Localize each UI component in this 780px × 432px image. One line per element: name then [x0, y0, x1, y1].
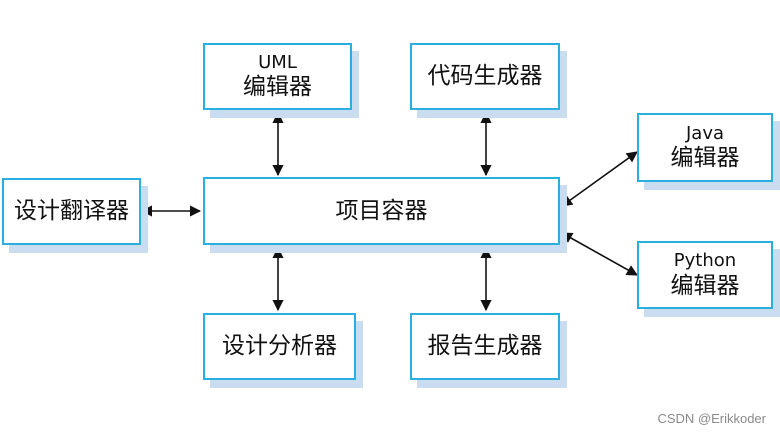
java-editor-label-line1: Java	[685, 122, 725, 144]
java-editor-label-line2: 编辑器	[670, 145, 740, 172]
python-editor-label-line1: Python	[673, 250, 737, 271]
uml-editor-node: UML 编辑器	[203, 43, 352, 110]
uml-editor-label-line2: 编辑器	[243, 74, 312, 101]
arrow-python-editor-to-project-container	[561, 232, 638, 276]
report-generator-node: 报告生成器	[410, 313, 560, 380]
watermark-text: CSDN @Erikkoder	[657, 411, 766, 426]
design-translator-label: 设计翻译器	[14, 198, 129, 225]
project-container-node: 项目容器	[203, 177, 560, 245]
project-container-label: 项目容器	[335, 197, 428, 224]
report-generator-label: 报告生成器	[427, 333, 543, 360]
arrow-java-editor-to-project-container	[561, 151, 638, 207]
code-generator-node: 代码生成器	[410, 43, 560, 110]
java-editor-node: Java 编辑器	[637, 113, 773, 182]
code-generator-label: 代码生成器	[427, 63, 543, 90]
uml-editor-label-line1: UML	[258, 51, 297, 73]
python-editor-label-line2: 编辑器	[670, 272, 740, 299]
design-analyzer-label: 设计分析器	[222, 333, 337, 360]
design-analyzer-node: 设计分析器	[203, 313, 356, 380]
design-translator-node: 设计翻译器	[2, 178, 141, 245]
python-editor-node: Python 编辑器	[637, 241, 773, 309]
